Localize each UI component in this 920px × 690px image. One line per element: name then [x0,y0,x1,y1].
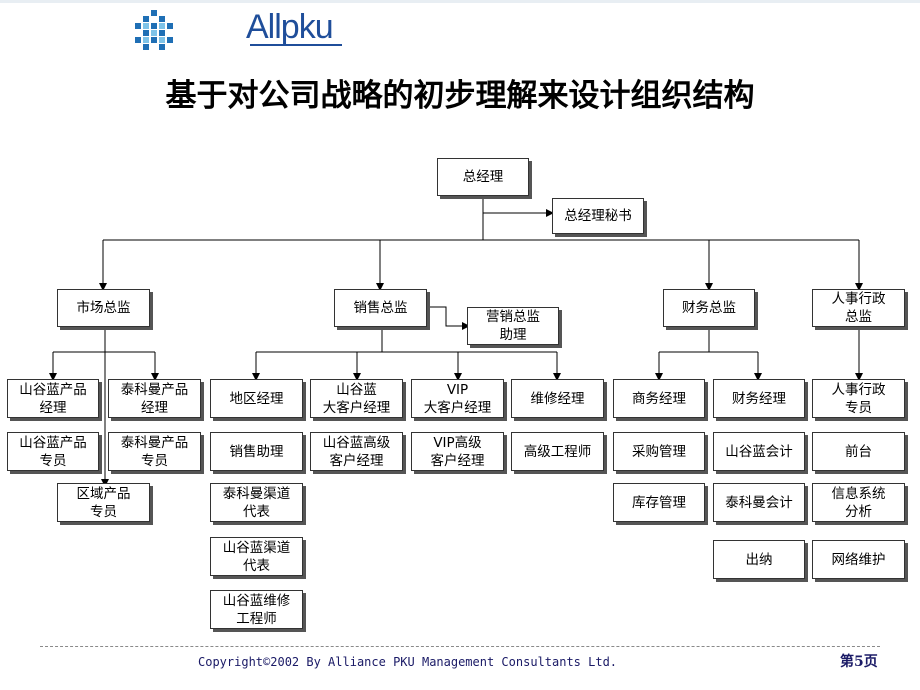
node-sales-assistant: 销售助理 [210,432,303,471]
node-marketing-director: 市场总监 [57,289,150,327]
node-senior-engineer: 高级工程师 [511,432,604,471]
node-info-systems-analysis: 信息系统分析 [812,483,905,522]
company-logo-icon [135,10,173,50]
node-sgl-senior-account-manager: 山谷蓝高级客户经理 [310,432,403,471]
node-sales-director-assistant: 营销总监助理 [467,307,559,345]
copyright-text: Copyright©2002 By Alliance PKU Managemen… [198,655,618,669]
node-sgl-product-specialist: 山谷蓝产品专员 [7,432,99,471]
node-cashier: 出纳 [713,540,805,579]
node-tkm-channel-rep: 泰科曼渠道代表 [210,483,303,522]
page-title: 基于对公司战略的初步理解来设计组织结构 [165,78,755,114]
node-sales-director: 销售总监 [334,289,427,327]
node-sgl-channel-rep: 山谷蓝渠道代表 [210,537,303,576]
node-inventory-management: 库存管理 [613,483,705,522]
node-tkm-product-manager: 泰科曼产品经理 [108,379,201,418]
company-logo-text: Allpku [246,8,334,46]
node-business-manager: 商务经理 [613,379,705,418]
node-network-maintenance: 网络维护 [812,540,905,579]
node-hr-admin-director: 人事行政总监 [812,289,905,327]
node-regional-product-specialist: 区域产品专员 [57,483,150,522]
node-finance-manager: 财务经理 [713,379,805,418]
node-gm-secretary: 总经理秘书 [552,198,644,234]
page-number: 第5页 [840,654,878,670]
node-regional-manager: 地区经理 [210,379,303,418]
node-purchasing-management: 采购管理 [613,432,705,471]
logo-underline [250,44,342,46]
node-sgl-product-manager: 山谷蓝产品经理 [7,379,99,418]
node-sgl-key-account-manager: 山谷蓝大客户经理 [310,379,403,418]
node-general-manager: 总经理 [437,158,529,196]
node-sgl-maintenance-engineer: 山谷蓝维修工程师 [210,590,303,629]
node-maintenance-manager: 维修经理 [511,379,604,418]
node-finance-director: 财务总监 [663,289,755,327]
header-rule [0,0,920,3]
node-tkm-product-specialist: 泰科曼产品专员 [108,432,201,471]
node-hr-admin-specialist: 人事行政专员 [812,379,905,418]
node-reception: 前台 [812,432,905,471]
footer-rule [40,646,880,647]
node-vip-senior-account-manager: VIP高级客户经理 [411,432,504,471]
node-sgl-accountant: 山谷蓝会计 [713,432,805,471]
node-tkm-accountant: 泰科曼会计 [713,483,805,522]
